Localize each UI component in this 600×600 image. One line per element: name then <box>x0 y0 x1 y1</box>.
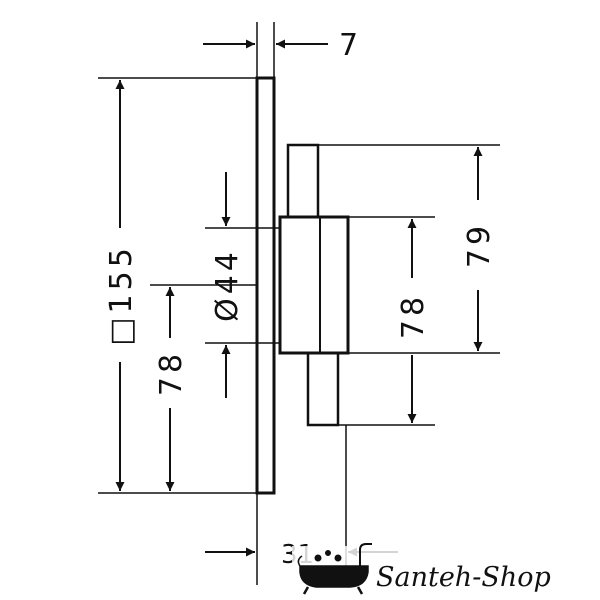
dim-label-78-left: 78 <box>154 350 189 396</box>
bathtub-icon <box>297 543 372 595</box>
dim-label-78-mid: 78 <box>396 293 431 339</box>
cover-plate <box>255 76 276 495</box>
dim-label-7: 7 <box>339 28 358 63</box>
valve-body <box>278 215 350 355</box>
brand-logo: Santeh-Shop <box>292 543 600 600</box>
valve-lower <box>306 351 340 427</box>
valve-upper <box>286 143 320 219</box>
dim-label-155: □155 <box>104 244 139 346</box>
dim-label-diameter: Ø44 <box>210 248 245 322</box>
dim-label-79: 79 <box>462 222 497 268</box>
brand-name: Santeh-Shop <box>376 562 551 593</box>
